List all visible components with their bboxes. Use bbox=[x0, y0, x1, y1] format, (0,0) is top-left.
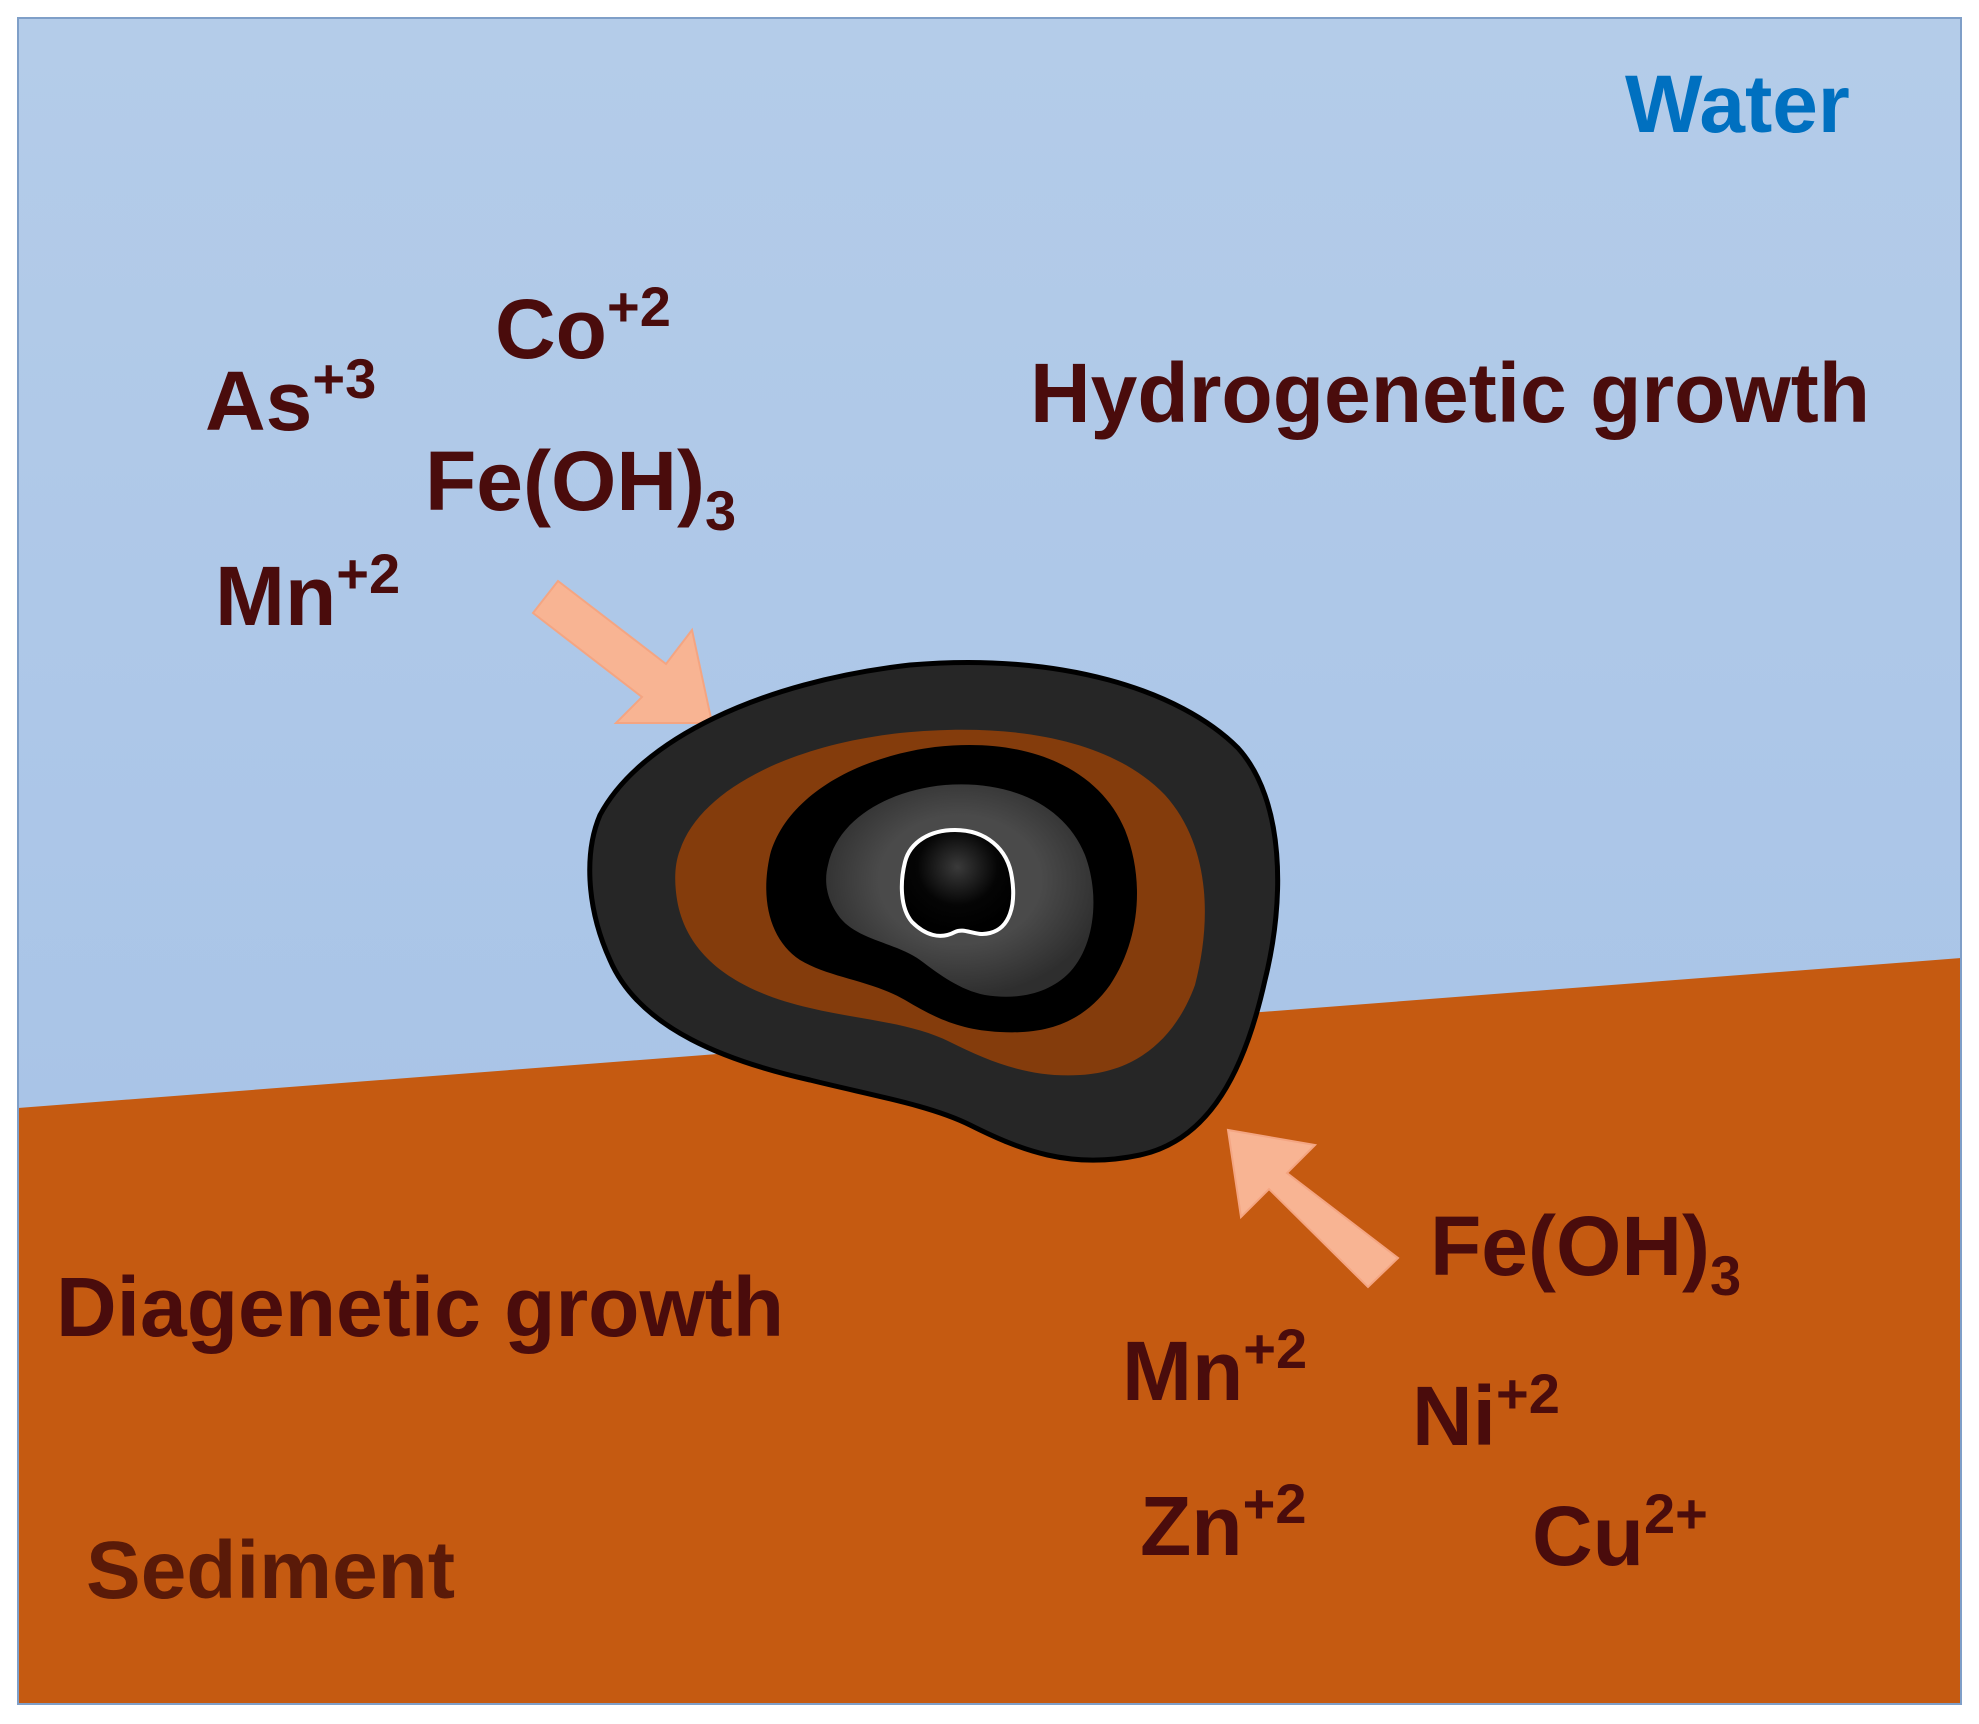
species-subscript: 3 bbox=[1710, 1244, 1741, 1307]
water-species-group: As+3Co+2Fe(OH)3Mn+2 bbox=[205, 275, 736, 643]
hydrogenetic-growth-label: Hydrogenetic growth bbox=[1030, 346, 1870, 440]
species-charge: +2 bbox=[1496, 1362, 1560, 1425]
sediment-species-0: Fe(OH)3 bbox=[1430, 1199, 1741, 1307]
water-species-3: Mn+2 bbox=[215, 542, 400, 643]
sediment-label: Sediment bbox=[86, 1525, 455, 1616]
water-label: Water bbox=[1625, 59, 1850, 150]
manganese-nodule bbox=[587, 660, 1281, 1163]
species-base: Fe(OH) bbox=[425, 434, 705, 528]
species-base: Mn bbox=[1122, 1324, 1243, 1418]
sediment-species-1: Mn+2 bbox=[1122, 1317, 1307, 1418]
hydrogenetic-arrow bbox=[531, 579, 714, 724]
species-subscript: 3 bbox=[705, 479, 736, 542]
species-charge: +2 bbox=[1243, 1472, 1307, 1535]
species-charge: +3 bbox=[312, 347, 376, 410]
species-base: Ni bbox=[1412, 1369, 1496, 1463]
sediment-species-2: Ni+2 bbox=[1412, 1362, 1560, 1463]
species-base: Zn bbox=[1140, 1479, 1243, 1573]
water-species-2: Fe(OH)3 bbox=[425, 434, 736, 542]
species-charge: +2 bbox=[1243, 1317, 1307, 1380]
species-charge: 2+ bbox=[1644, 1482, 1708, 1545]
sediment-species-3: Zn+2 bbox=[1140, 1472, 1306, 1573]
species-base: As bbox=[205, 354, 312, 448]
sediment-species-4: Cu2+ bbox=[1532, 1482, 1708, 1583]
water-species-1: Co+2 bbox=[495, 275, 671, 376]
species-base: Mn bbox=[215, 549, 336, 643]
diagram-frame bbox=[17, 17, 1962, 1705]
diagenetic-arrow bbox=[1226, 1128, 1400, 1289]
species-base: Cu bbox=[1532, 1489, 1644, 1583]
species-charge: +2 bbox=[336, 542, 400, 605]
water-species-0: As+3 bbox=[205, 347, 376, 448]
nodule-core bbox=[899, 827, 1016, 938]
sediment-region bbox=[18, 958, 1961, 1704]
diagenetic-growth-label: Diagenetic growth bbox=[56, 1260, 784, 1354]
species-base: Co bbox=[495, 282, 607, 376]
species-charge: +2 bbox=[607, 275, 671, 338]
species-base: Fe(OH) bbox=[1430, 1199, 1710, 1293]
